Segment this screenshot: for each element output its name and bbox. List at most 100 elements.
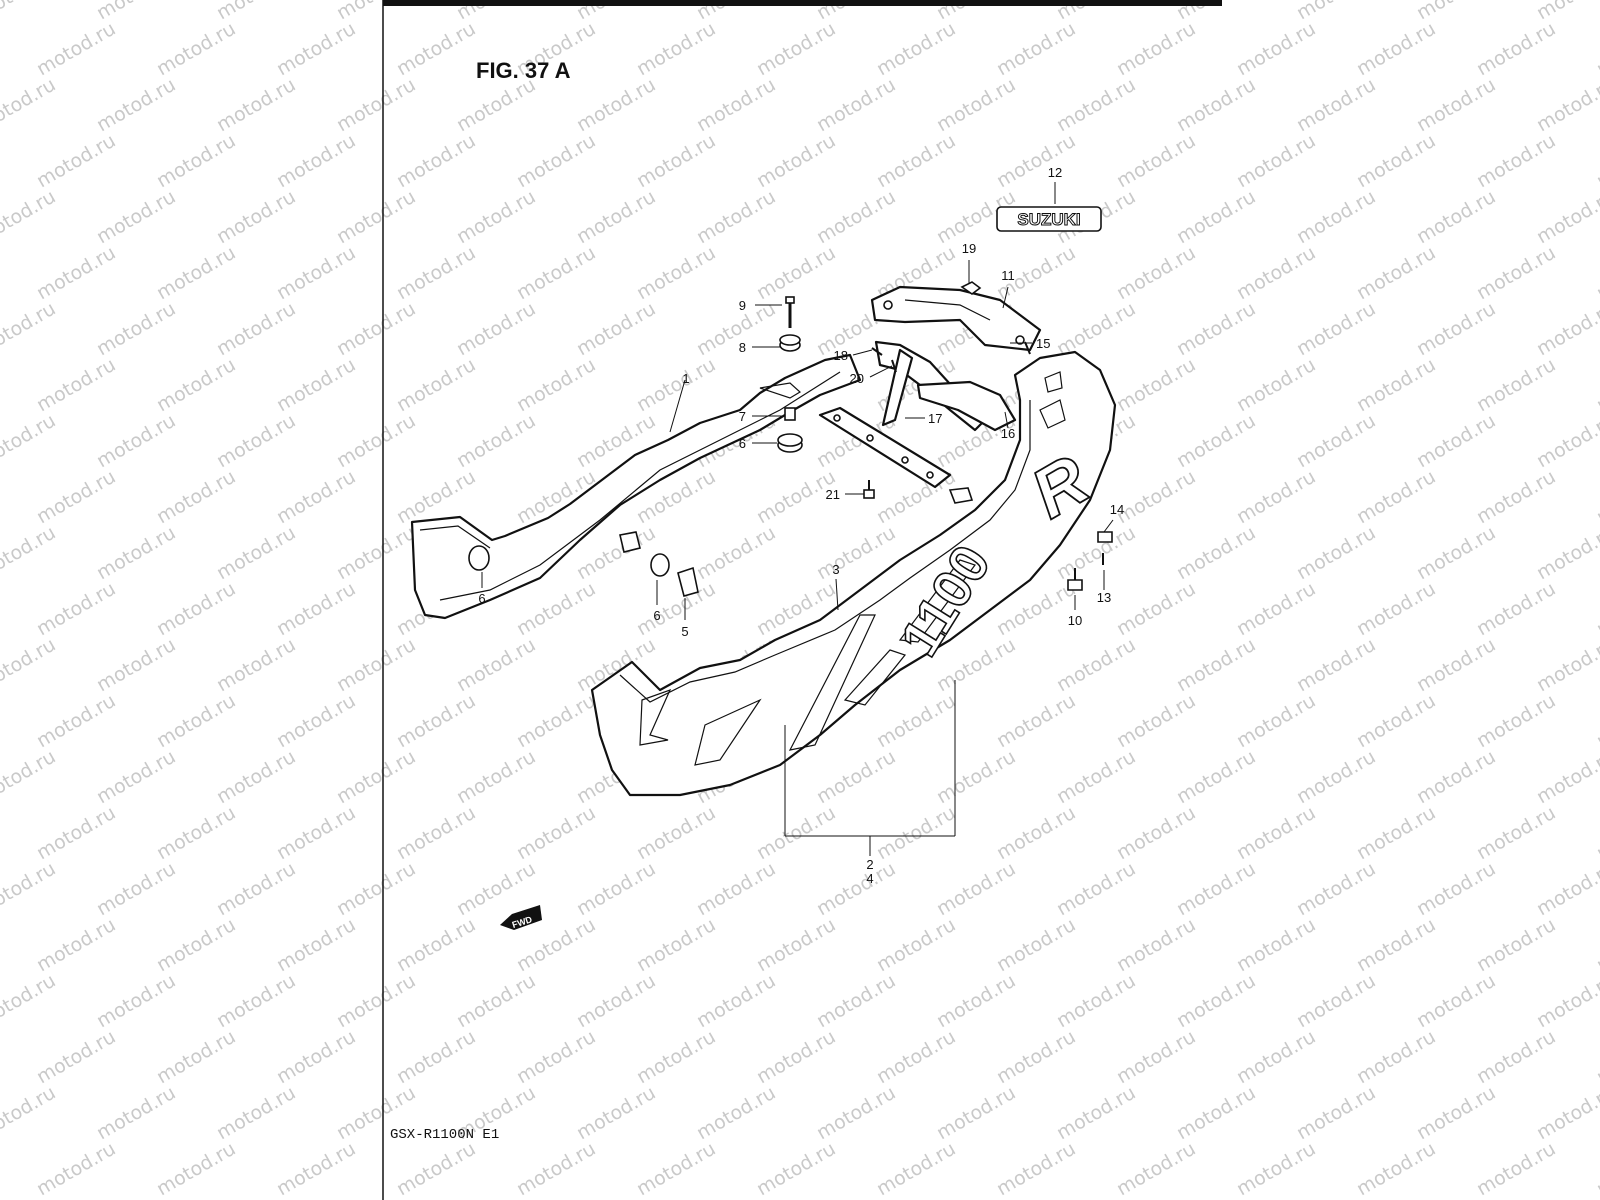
- watermark-text: motod.ru: [33, 1026, 119, 1089]
- watermark-text: motod.ru: [1053, 634, 1139, 697]
- watermark-text: motod.ru: [153, 354, 239, 417]
- watermark-text: motod.ru: [333, 298, 419, 361]
- callout-6-mid: 6: [653, 608, 660, 623]
- watermark-text: motod.ru: [1233, 690, 1319, 753]
- callout-3: 3: [832, 562, 839, 577]
- watermark-text: motod.ru: [1533, 746, 1600, 809]
- watermark-text: motod.ru: [573, 298, 659, 361]
- watermark-text: motod.ru: [1293, 186, 1379, 249]
- watermark-text: motod.ru: [1533, 410, 1600, 473]
- watermark-text: motod.ru: [1533, 1082, 1600, 1145]
- watermark-text: motod.ru: [1233, 802, 1319, 865]
- watermark-text: motod.ru: [213, 410, 299, 473]
- watermark-text: motod.ru: [1353, 242, 1439, 305]
- watermark-text: motod.ru: [213, 970, 299, 1033]
- watermark-text: motod.ru: [633, 1138, 719, 1200]
- watermark-text: motod.ru: [1233, 354, 1319, 417]
- watermark-text: motod.ru: [993, 802, 1079, 865]
- watermark-text: motod.ru: [93, 634, 179, 697]
- watermark-text: motod.ru: [153, 578, 239, 641]
- watermark-text: motod.ru: [273, 354, 359, 417]
- watermark-text: motod.ru: [1353, 690, 1439, 753]
- watermark-text: motod.ru: [753, 914, 839, 977]
- watermark-text: motod.ru: [453, 186, 539, 249]
- seat-rail-frame: [410, 353, 862, 620]
- watermark-text: motod.ru: [633, 354, 719, 417]
- watermark-text: motod.ru: [1413, 858, 1499, 921]
- watermark-text: motod.ru: [1353, 354, 1439, 417]
- watermark-text: motod.ru: [873, 1026, 959, 1089]
- watermark-text: motod.ru: [33, 242, 119, 305]
- watermark-text: motod.ru: [1533, 74, 1600, 137]
- watermark-text: motod.ru: [1173, 970, 1259, 1033]
- watermark-text: motod.ru: [393, 690, 479, 753]
- watermark-text: motod.ru: [813, 186, 899, 249]
- watermark-text: motod.ru: [393, 914, 479, 977]
- watermark-text: motod.ru: [993, 914, 1079, 977]
- watermark-text: motod.ru: [1413, 74, 1499, 137]
- model-code: GSX-R1100N E1: [390, 1127, 499, 1143]
- watermark-text: motod.ru: [753, 1138, 839, 1200]
- watermark-text: motod.ru: [0, 0, 59, 24]
- watermark-text: motod.ru: [1473, 914, 1559, 977]
- watermark-text: motod.ru: [1233, 242, 1319, 305]
- watermark-text: motod.ru: [1173, 1082, 1259, 1145]
- watermark-text: motod.ru: [1413, 410, 1499, 473]
- watermark-text: motod.ru: [273, 466, 359, 529]
- watermark-text: motod.ru: [93, 522, 179, 585]
- watermark-text: motod.ru: [333, 522, 419, 585]
- watermark-text: motod.ru: [693, 970, 779, 1033]
- flat-bar: [818, 406, 952, 489]
- watermark-text: motod.ru: [1593, 354, 1600, 417]
- watermark-text: motod.ru: [33, 690, 119, 753]
- watermark-text: motod.ru: [513, 354, 599, 417]
- watermark-text: motod.ru: [993, 130, 1079, 193]
- watermark-text: motod.ru: [1413, 634, 1499, 697]
- watermark-text: motod.ru: [1413, 746, 1499, 809]
- callout-20: 19: [962, 241, 976, 256]
- watermark-text: motod.ru: [633, 242, 719, 305]
- watermark-text: motod.ru: [633, 914, 719, 977]
- callout-22: 21: [826, 487, 840, 502]
- watermark-text: motod.ru: [513, 578, 599, 641]
- watermark-text: motod.ru: [933, 746, 1019, 809]
- watermark-text: motod.ru: [1293, 522, 1379, 585]
- watermark-text: motod.ru: [1053, 746, 1139, 809]
- watermark-text: motod.ru: [1113, 802, 1199, 865]
- watermark-text: motod.ru: [753, 242, 839, 305]
- watermark-text: motod.ru: [513, 690, 599, 753]
- callout-4: 4: [866, 871, 873, 886]
- watermark-text: motod.ru: [1473, 802, 1559, 865]
- watermark-text: motod.ru: [1233, 578, 1319, 641]
- watermark-text: motod.ru: [1173, 74, 1259, 137]
- watermark-text: motod.ru: [753, 130, 839, 193]
- figure-title: FIG. 37 A: [476, 58, 571, 83]
- watermark-text: motod.ru: [1173, 410, 1259, 473]
- watermark-text: motod.ru: [933, 74, 1019, 137]
- watermark-text: motod.ru: [1593, 802, 1600, 865]
- watermark-text: motod.ru: [153, 914, 239, 977]
- watermark-text: motod.ru: [813, 1082, 899, 1145]
- callout-10: 9: [739, 298, 746, 313]
- watermark-text: motod.ru: [873, 690, 959, 753]
- callout-9: 8: [739, 340, 746, 355]
- watermark-text: motod.ru: [0, 298, 59, 361]
- watermark-text: motod.ru: [273, 18, 359, 81]
- watermark-text: motod.ru: [1053, 858, 1139, 921]
- watermark-text: motod.ru: [693, 858, 779, 921]
- watermark-text: motod.ru: [1533, 970, 1600, 1033]
- watermark-text: motod.ru: [153, 18, 239, 81]
- watermark-text: motod.ru: [513, 1026, 599, 1089]
- watermark-text: motod.ru: [1593, 242, 1600, 305]
- watermark-text: motod.ru: [1293, 1082, 1379, 1145]
- watermark-text: motod.ru: [333, 186, 419, 249]
- watermark-text: motod.ru: [213, 1082, 299, 1145]
- watermark-text: motod.ru: [1473, 130, 1559, 193]
- watermark-text: motod.ru: [153, 242, 239, 305]
- watermark-text: motod.ru: [393, 1026, 479, 1089]
- watermark-text: motod.ru: [1113, 690, 1199, 753]
- watermark-text: motod.ru: [693, 522, 779, 585]
- watermark-text: motod.ru: [1593, 690, 1600, 753]
- callout-5: 5: [681, 624, 688, 639]
